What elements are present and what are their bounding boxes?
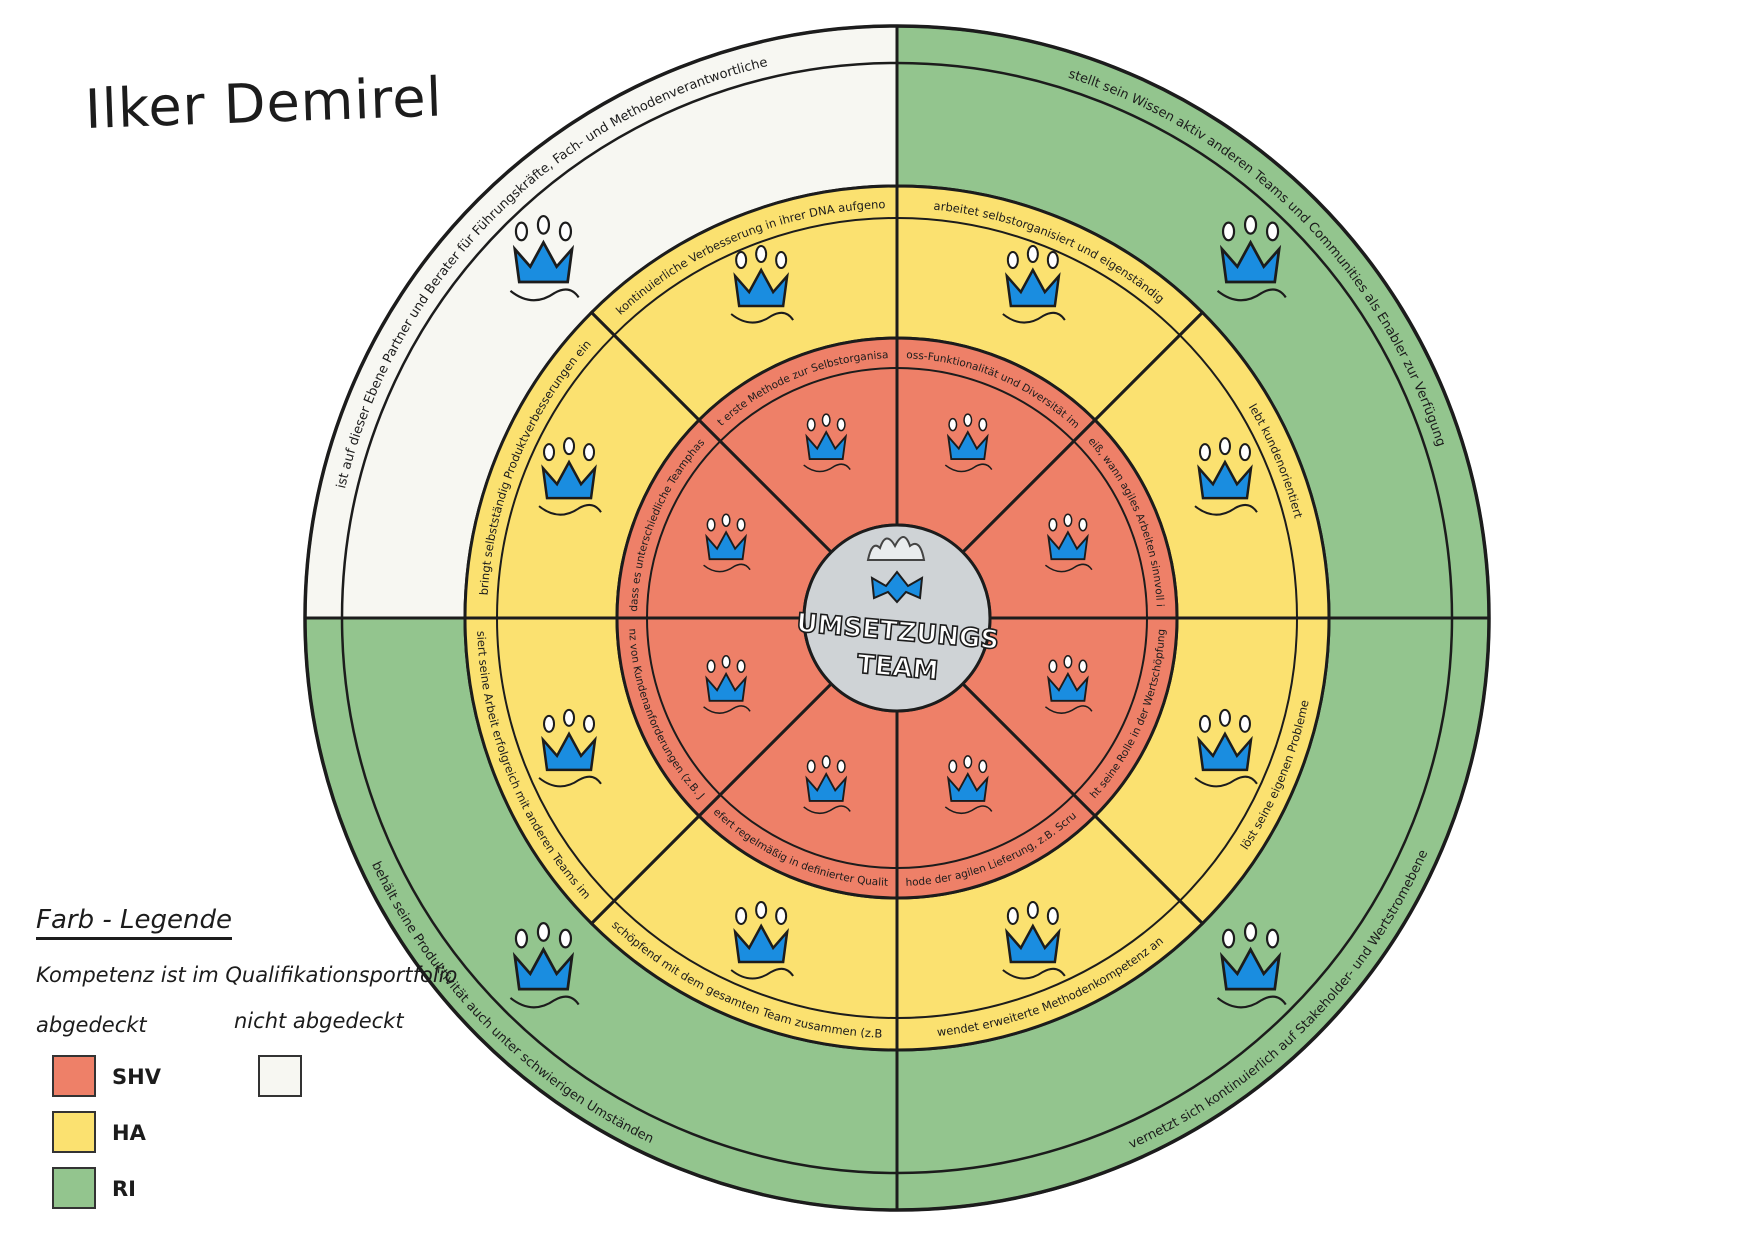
brainstorm-crown-icon [944,413,993,473]
legend-label-shv: SHV [112,1065,161,1089]
legend-not-covered-label: nicht abgedeckt [234,1009,404,1033]
clouds-crown-icon [803,413,851,473]
team-arrow-icon [730,900,794,980]
legend-label-ri: RI [112,1177,136,1201]
legend-swatch-ri [52,1167,96,1209]
center-hub: UMSETZUNGS TEAM [794,523,1001,713]
middle-text-band [496,217,1298,1019]
building-crown-icon [703,655,751,714]
outer-text-band [340,61,1454,1175]
ruler-network-icon [1216,922,1287,1009]
sync-loops-icon [538,708,602,788]
improvement-boxes-icon [538,437,602,516]
board-cycle-icon [944,755,993,815]
pdca-crown-icon [730,245,794,324]
center-circle [802,523,992,713]
legend-swatch-shv [52,1055,96,1097]
outer-rim [303,24,1491,1212]
question-mark-icon [1194,708,1258,788]
wheel-dividers [303,24,1491,1212]
alarm-clock-icon [703,513,751,573]
customer-thought-icon [1194,437,1258,516]
legend-title: Farb - Legende [36,905,232,940]
center-crown-icon [866,536,926,604]
delivery-timeline-icon [803,755,851,815]
legend-swatch-not-covered [258,1055,302,1097]
legend-swatch-ha [52,1111,96,1153]
center-title-line2: TEAM [856,650,940,687]
value-chain-icon [1044,655,1093,714]
legend-covered-label: abgedeckt [36,1013,147,1037]
wheel-sectors [303,24,1491,1212]
gears-crown-icon [1002,900,1066,980]
color-legend: Farb - Legende Kompetenz ist im Qualifik… [36,905,457,1225]
crown-lightbulb-icon [509,214,580,302]
path-boxes-icon [509,922,580,1009]
legend-subtitle: Kompetenz ist im Qualifikationsportfolio [36,963,458,987]
legend-label-ha: HA [112,1121,146,1145]
helping-hands-icon [1216,214,1287,302]
hands-crown-icon [1002,245,1066,324]
wheel-icons [509,214,1287,1009]
sparkle-crown-icon [1044,513,1093,573]
inner-text-band [646,367,1148,869]
